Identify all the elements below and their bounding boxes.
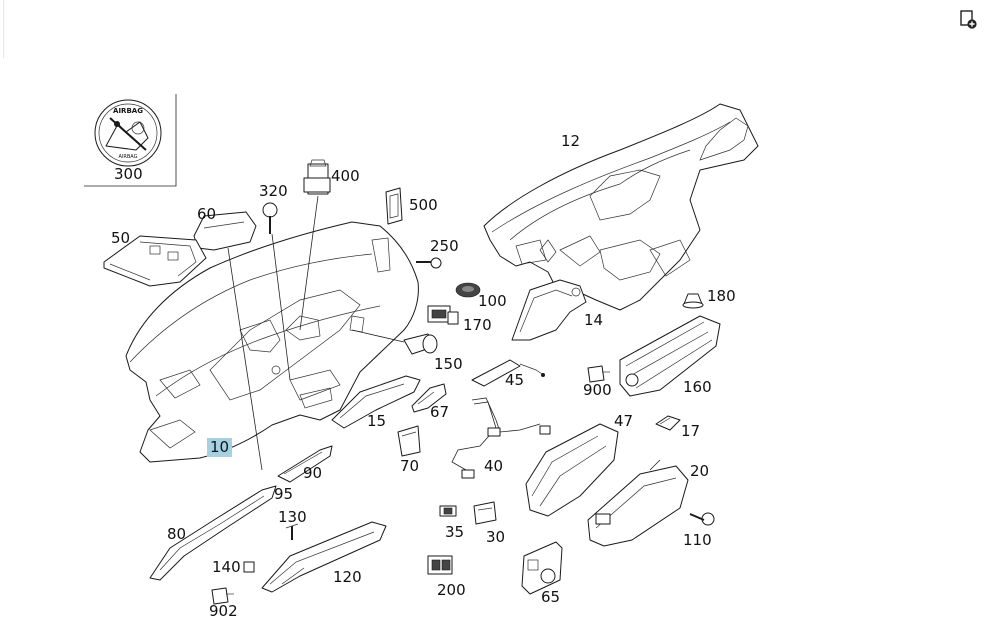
grommet-180[interactable] [682, 293, 704, 309]
callout-250[interactable]: 250 [430, 237, 459, 255]
callout-500[interactable]: 500 [409, 196, 438, 214]
callout-65[interactable]: 65 [541, 588, 560, 606]
airbag-module-160[interactable] [619, 315, 721, 397]
callout-120[interactable]: 120 [333, 568, 362, 586]
callout-60[interactable]: 60 [197, 205, 216, 223]
trim-strip-80[interactable] [149, 485, 277, 581]
badge-text-top: AIRBAG [113, 107, 143, 115]
glovebox-20[interactable] [587, 459, 689, 547]
callout-100[interactable]: 100 [478, 292, 507, 310]
airbag-badge-300[interactable]: AIRBAG AIRBAG [84, 94, 177, 187]
callout-20[interactable]: 20 [690, 462, 709, 480]
part-120[interactable] [261, 521, 387, 593]
part-35[interactable] [439, 505, 457, 517]
callout-15[interactable]: 15 [367, 412, 386, 430]
callout-67[interactable]: 67 [430, 403, 449, 421]
screw-110[interactable] [689, 512, 715, 526]
part-30[interactable] [473, 501, 497, 525]
part-67[interactable] [411, 383, 447, 413]
dashboard-carrier-10[interactable] [125, 221, 419, 463]
part-140[interactable] [243, 561, 255, 573]
callout-95[interactable]: 95 [274, 485, 293, 503]
callout-50[interactable]: 50 [111, 229, 130, 247]
knee-panel-14[interactable] [511, 279, 587, 341]
callout-902[interactable]: 902 [209, 602, 238, 620]
left-panel-edge [0, 0, 4, 58]
callout-labels: 12 400 320 300 60 500 50 250 100 180 170 14 150 45 900… [111, 132, 736, 620]
badge-text-bottom: AIRBAG [118, 154, 137, 160]
part-50[interactable] [103, 235, 207, 287]
part-900[interactable] [587, 365, 610, 383]
clip-250[interactable] [416, 257, 442, 269]
screw-320[interactable] [262, 202, 291, 381]
part-90[interactable] [277, 445, 333, 483]
callout-47[interactable]: 47 [614, 412, 633, 430]
part-60[interactable] [193, 211, 263, 471]
callout-110[interactable]: 110 [683, 531, 712, 549]
callout-160[interactable]: 160 [683, 378, 712, 396]
callout-180[interactable]: 180 [707, 287, 736, 305]
callout-35[interactable]: 35 [445, 523, 464, 541]
callout-30[interactable]: 30 [486, 528, 505, 546]
wiring-harness-40[interactable] [451, 397, 551, 479]
part-17[interactable] [655, 415, 681, 431]
callout-14[interactable]: 14 [584, 311, 603, 329]
callout-140[interactable]: 140 [212, 558, 241, 576]
callout-300[interactable]: 300 [114, 165, 143, 183]
callout-40[interactable]: 40 [484, 457, 503, 475]
callout-highlight [207, 438, 232, 457]
callout-90[interactable]: 90 [303, 464, 322, 482]
callout-170[interactable]: 170 [463, 316, 492, 334]
part-200[interactable] [427, 555, 453, 575]
part-100[interactable] [455, 282, 481, 298]
part-70[interactable] [397, 425, 421, 457]
callout-320[interactable]: 320 [259, 182, 288, 200]
callout-200[interactable]: 200 [437, 581, 466, 599]
callout-70[interactable]: 70 [400, 457, 419, 475]
part-15[interactable] [331, 375, 421, 429]
glovebox-frame-47[interactable] [525, 423, 619, 517]
add-note-button[interactable] [957, 8, 979, 30]
switch-170[interactable] [427, 305, 459, 325]
callout-150[interactable]: 150 [434, 355, 463, 373]
callout-10[interactable]: 10 [210, 438, 229, 456]
part-150[interactable] [351, 329, 438, 355]
dashboard-12[interactable] [483, 103, 759, 311]
part-65[interactable] [521, 541, 563, 595]
callout-12[interactable]: 12 [561, 132, 580, 150]
callout-130[interactable]: 130 [278, 508, 307, 526]
callout-80[interactable]: 80 [167, 525, 186, 543]
add-note-icon [960, 10, 977, 29]
callout-900[interactable]: 900 [583, 381, 612, 399]
callout-400[interactable]: 400 [331, 167, 360, 185]
callout-45[interactable]: 45 [505, 371, 524, 389]
part-45[interactable] [471, 359, 545, 387]
switch-400[interactable] [299, 159, 331, 331]
part-902[interactable] [211, 587, 234, 605]
part-500[interactable] [385, 187, 403, 225]
clip-130[interactable] [285, 523, 299, 540]
callout-17[interactable]: 17 [681, 422, 700, 440]
